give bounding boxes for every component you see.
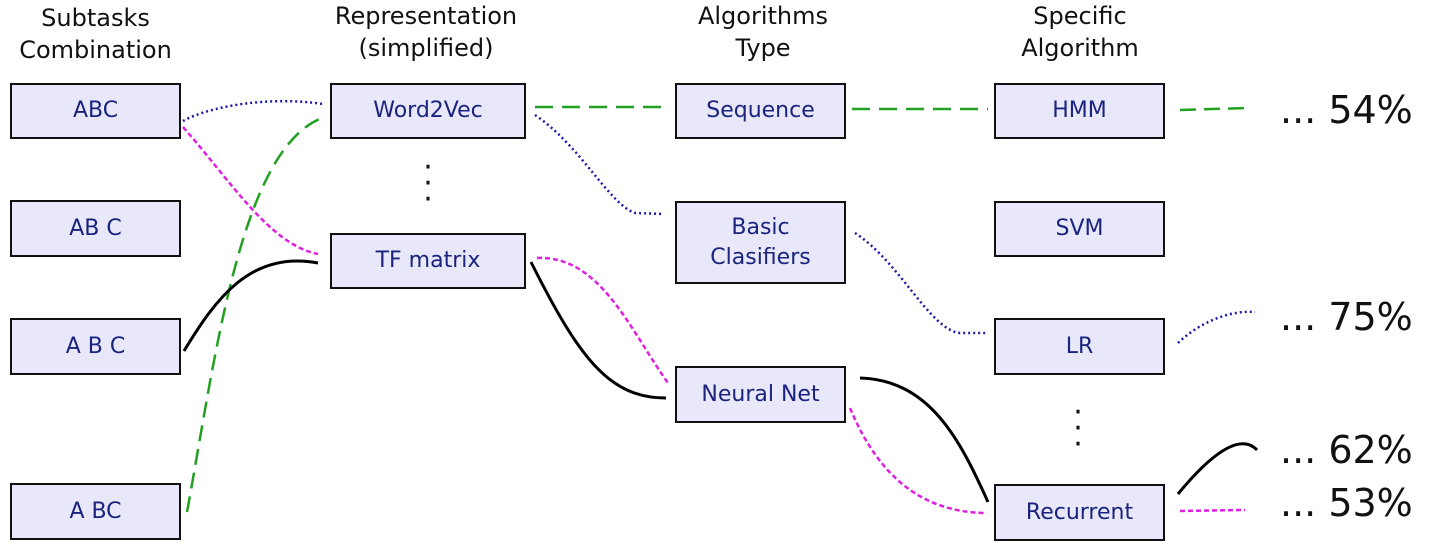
header-subtasks: Subtasks Combination — [8, 2, 183, 66]
header-representation-line1: Representation — [334, 2, 518, 30]
algorithm-type-sequence-label: Sequence — [706, 98, 815, 123]
basic-classifiers-line2: Clasifiers — [710, 244, 811, 270]
header-algorithms-type-line2: Type — [735, 34, 791, 62]
header-specific-algorithm-line2: Algorithm — [1021, 34, 1139, 62]
black-recurrent-out — [1176, 442, 1259, 495]
black-neural-to-recurrent — [859, 376, 990, 503]
header-algorithms-type-line1: Algorithms — [697, 2, 829, 30]
subtask-box-3[interactable]: A B C — [10, 318, 181, 375]
specific-algorithm-lr-label: LR — [1065, 333, 1094, 359]
specific-algorithm-hmm[interactable]: HMM — [994, 83, 1165, 139]
representation-word2vec-label: Word2Vec — [373, 98, 483, 123]
representation-word2vec[interactable]: Word2Vec — [330, 83, 526, 139]
basic-classifiers-line1: Basic — [731, 214, 790, 240]
specific-algorithm-svm-label: SVM — [1055, 216, 1104, 241]
algorithm-type-neural-net[interactable]: Neural Net — [675, 366, 846, 423]
specific-algorithm-svm[interactable]: SVM — [994, 201, 1165, 257]
header-subtasks-line2: Combination — [19, 36, 172, 64]
algorithm-type-neural-net-label: Neural Net — [701, 381, 820, 407]
result-lr-percent: ... 75% — [1280, 295, 1413, 339]
specific-algorithm-recurrent-label: Recurrent — [1025, 499, 1134, 525]
blue-word2vec-to-basic — [534, 113, 665, 216]
algorithm-type-basic-classifiers[interactable]: Basic Clasifiers — [675, 201, 846, 284]
result-hmm-percent: ... 54% — [1280, 88, 1413, 132]
magenta-recurrent-out — [1179, 508, 1246, 513]
subtask-box-1[interactable]: ABC — [10, 83, 181, 139]
subtask-label-4: A BC — [69, 498, 122, 524]
magenta-abc-to-tf — [182, 126, 319, 256]
green-hmm-out — [1179, 106, 1248, 112]
header-subtasks-line1: Subtasks — [41, 4, 150, 32]
header-representation-line2: (simplified) — [358, 34, 494, 62]
header-specific-algorithm: Specific Algorithm — [990, 0, 1170, 64]
representation-tf-matrix[interactable]: TF matrix — [330, 233, 526, 289]
algorithm-type-basic-classifiers-label: Basic Clasifiers — [710, 213, 810, 273]
header-algorithms-type: Algorithms Type — [673, 0, 853, 64]
result-recurrent-magenta-percent: ... 53% — [1280, 481, 1413, 525]
magenta-tf-to-neural — [536, 256, 670, 384]
specific-algorithm-lr[interactable]: LR — [994, 318, 1165, 375]
algorithm-type-sequence[interactable]: Sequence — [675, 83, 846, 139]
subtask-box-2[interactable]: AB C — [10, 200, 181, 257]
specific-algorithm-hmm-label: HMM — [1052, 98, 1107, 123]
specific-algorithm-ellipsis: ··· — [1073, 395, 1083, 462]
blue-lr-out — [1177, 310, 1256, 344]
representation-tf-matrix-label: TF matrix — [375, 248, 481, 273]
header-representation: Representation (simplified) — [318, 0, 534, 64]
result-recurrent-black-percent: ... 62% — [1280, 428, 1413, 472]
green-abc-to-word2vec — [185, 116, 323, 513]
subtask-label-3: A B C — [65, 333, 126, 359]
black-abc-to-tf — [182, 259, 319, 352]
specific-algorithm-recurrent[interactable]: Recurrent — [994, 484, 1165, 541]
path-magenta — [182, 126, 1246, 515]
header-specific-algorithm-line1: Specific — [1033, 2, 1127, 30]
representation-ellipsis: ··· — [423, 150, 433, 217]
subtask-box-4[interactable]: A BC — [10, 483, 181, 540]
blue-basic-to-lr — [854, 231, 986, 335]
magenta-neural-to-recurrent — [848, 407, 986, 515]
path-green — [185, 105, 1248, 513]
subtask-label-1: ABC — [72, 98, 119, 123]
subtask-label-2: AB C — [69, 215, 122, 241]
path-blue — [182, 99, 1256, 344]
path-black — [182, 259, 1259, 503]
black-tf-to-neural — [529, 261, 667, 400]
blue-abc-to-word2vec — [182, 99, 324, 123]
